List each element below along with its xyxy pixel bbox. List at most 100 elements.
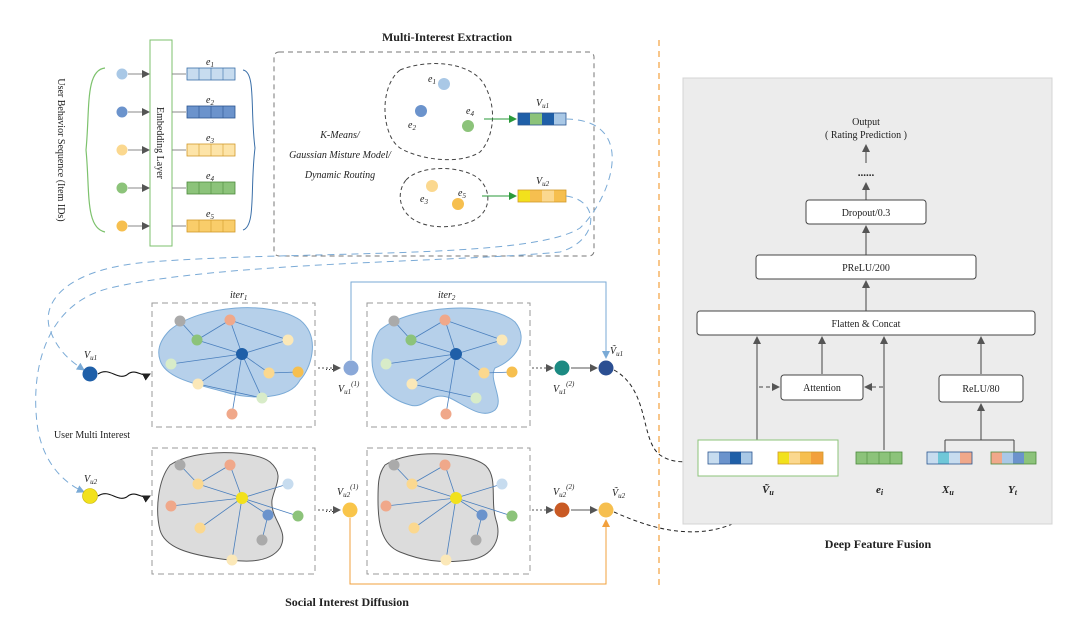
embedding-vector-e3 bbox=[186, 143, 236, 157]
embedding-label-e3: e3 bbox=[206, 133, 214, 145]
behavior-brace bbox=[85, 67, 106, 233]
dropout-label: Dropout/0.3 bbox=[842, 208, 891, 219]
interest-vector-u2 bbox=[517, 189, 567, 203]
input-label-ei: ei bbox=[876, 484, 884, 497]
deep-fusion-title: Deep Feature Fusion bbox=[825, 537, 932, 551]
input-label-yt: Yt bbox=[1008, 484, 1018, 497]
embedding-label-e4: e4 bbox=[206, 171, 214, 183]
graph-u1-iter2 bbox=[380, 314, 518, 420]
method-line-2: Gaussian Misture Model/ bbox=[289, 150, 392, 161]
cluster1-node-e1 bbox=[438, 78, 450, 90]
item-node-4 bbox=[116, 182, 128, 194]
cluster2-node-e3 bbox=[426, 180, 438, 192]
input-vector-yt bbox=[990, 451, 1037, 465]
graph-u2-iter2 bbox=[380, 459, 518, 566]
item-node-3 bbox=[116, 144, 128, 156]
interest-label-u2: Vu2 bbox=[536, 176, 550, 188]
prelu-box bbox=[755, 254, 977, 280]
node-u1-iter1 bbox=[343, 360, 359, 376]
label-u2-iter1: Vu2(1) bbox=[337, 483, 359, 499]
cluster-1-shape bbox=[384, 63, 493, 161]
cluster2-label-e3: e3 bbox=[420, 194, 428, 206]
cluster2-label-e5: e5 bbox=[458, 188, 466, 200]
residual-u1 bbox=[350, 281, 610, 360]
embedding-label-e5: e5 bbox=[206, 209, 214, 221]
flatten-box bbox=[696, 310, 1036, 336]
output-label: Output bbox=[852, 117, 880, 128]
label-u1-iter2: Vu1(2) bbox=[553, 380, 575, 396]
embedding-label-e1: e1 bbox=[206, 57, 214, 69]
method-line-3: Dynamic Routing bbox=[304, 170, 375, 181]
user-interest-node-u1 bbox=[82, 366, 98, 382]
cluster1-node-e2 bbox=[415, 105, 427, 117]
embedding-vector-e4 bbox=[186, 181, 236, 195]
behavior-sequence-label: User Behavior Sequence (Item IDs) bbox=[55, 78, 66, 221]
cluster1-label-e1: e1 bbox=[428, 74, 436, 86]
connector-u1-to-social bbox=[47, 118, 613, 371]
graph-u1-iter1 bbox=[165, 314, 304, 420]
item-node-5 bbox=[116, 220, 128, 232]
connector-u2-to-fusion bbox=[613, 467, 791, 533]
embedding-vector-e5 bbox=[186, 219, 236, 233]
iter1-label: iter1 bbox=[230, 290, 247, 302]
method-line-1: K-Means/ bbox=[319, 130, 361, 141]
node-u2-iter2 bbox=[554, 502, 570, 518]
interest-vector-u1 bbox=[517, 112, 567, 126]
cluster1-node-e4 bbox=[462, 120, 474, 132]
input-vector-vu1 bbox=[707, 451, 753, 465]
input-label-vu: Ṽu bbox=[762, 484, 774, 497]
input-label-xu: Xu bbox=[941, 484, 954, 497]
cluster1-label-e4: e4 bbox=[466, 106, 474, 118]
extraction-box bbox=[273, 51, 595, 257]
multi-interest-title: Multi-Interest Extraction bbox=[382, 30, 512, 44]
blob-u2-iter1 bbox=[157, 452, 284, 562]
embedding-vector-e2 bbox=[186, 105, 236, 119]
residual-u2 bbox=[349, 518, 610, 585]
label-u2-iter2: Vu2(2) bbox=[553, 483, 575, 499]
embedding-label-e2: e2 bbox=[206, 95, 214, 107]
cluster1-label-e2: e2 bbox=[408, 120, 416, 132]
dropout-box bbox=[805, 199, 927, 225]
label-u1-final: Ṽu1 bbox=[610, 345, 623, 358]
connector-u2-to-social bbox=[35, 195, 592, 493]
label-u2-final: Ṽu2 bbox=[612, 487, 626, 500]
item-node-1 bbox=[116, 68, 128, 80]
label-u1-iter1: Vu1(1) bbox=[338, 380, 360, 396]
node-u2-iter1 bbox=[342, 502, 358, 518]
user-multi-interest-label: User Multi Interest bbox=[54, 430, 130, 441]
social-diffusion-title: Social Interest Diffusion bbox=[285, 595, 409, 609]
iter2-label: iter2 bbox=[438, 290, 456, 302]
flatten-label: Flatten & Concat bbox=[832, 319, 901, 330]
node-u2-final bbox=[598, 502, 614, 518]
embedding-layer-box bbox=[149, 39, 173, 247]
prelu-label: PReLU/200 bbox=[842, 263, 890, 274]
node-u1-final bbox=[598, 360, 614, 376]
item-node-2 bbox=[116, 106, 128, 118]
user-interest-node-u2 bbox=[82, 488, 98, 504]
cluster-2-shape bbox=[399, 168, 489, 228]
user-interest-label-u1: Vu1 bbox=[84, 350, 97, 362]
squiggle-u2 bbox=[97, 493, 151, 503]
input-vector-ei bbox=[855, 451, 903, 465]
node-u1-iter2 bbox=[554, 360, 570, 376]
input-vector-vu2 bbox=[777, 451, 824, 465]
relu-box bbox=[938, 374, 1024, 403]
output-sub-label: ( Rating Prediction ) bbox=[825, 130, 907, 141]
embedding-brace bbox=[242, 69, 256, 231]
embedding-lines bbox=[172, 73, 186, 227]
dots-u2: ⋯ bbox=[325, 506, 334, 516]
attention-label: Attention bbox=[803, 383, 841, 394]
embedding-vector-e1 bbox=[186, 67, 236, 81]
ellipsis: ...... bbox=[858, 167, 875, 179]
embedding-layer-label: Embedding Layer bbox=[154, 107, 165, 180]
input-vector-xu bbox=[926, 451, 973, 465]
graph-u2-iter1 bbox=[165, 459, 304, 566]
squiggle-u1 bbox=[97, 371, 151, 381]
interest-label-u1: Vu1 bbox=[536, 98, 549, 110]
item-sequence bbox=[116, 68, 150, 232]
cluster2-node-e5 bbox=[452, 198, 464, 210]
user-interest-label-u2: Vu2 bbox=[84, 474, 98, 486]
attention-box bbox=[780, 374, 864, 401]
dots-u1: ⋯ bbox=[325, 364, 334, 374]
